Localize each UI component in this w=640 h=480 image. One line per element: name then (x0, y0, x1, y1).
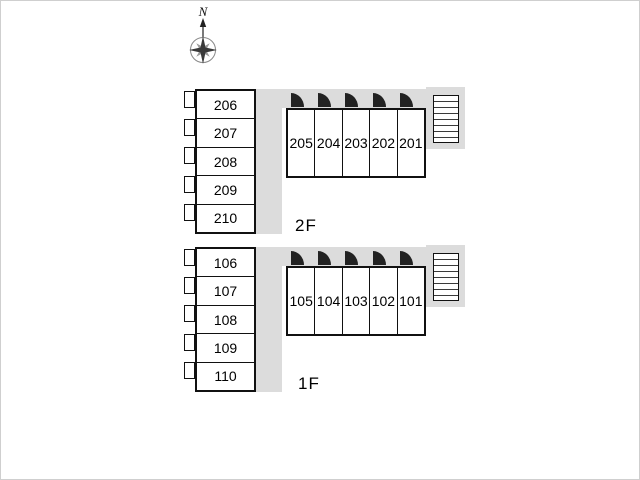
room-cell: 205 (288, 110, 316, 176)
room-cell: 109 (197, 334, 254, 363)
room-cell: 106 (197, 249, 254, 278)
compass-star-icon (189, 36, 217, 64)
room-cell: 202 (370, 110, 398, 176)
room-cell: 206 (197, 91, 254, 120)
room-block-1f-row: 105 104 103 102 101 (286, 266, 426, 336)
corridor-1f-vertical (256, 247, 282, 392)
balcony (184, 119, 195, 136)
compass-rose: N (189, 4, 217, 64)
room-cell: 201 (399, 135, 423, 151)
stairs-icon (433, 253, 459, 301)
room-block-1f-left: 106 107 108 109 110 (195, 247, 256, 392)
room-cell: 105 (288, 268, 316, 334)
balcony (184, 362, 195, 379)
balcony (184, 147, 195, 164)
room-cell: 209 (197, 176, 254, 205)
room-cell: 208 (197, 148, 254, 177)
balcony (184, 249, 195, 266)
room-cell: 110 (214, 368, 237, 385)
room-cell: 102 (370, 268, 398, 334)
room-cell: 108 (197, 306, 254, 335)
room-cell: 210 (213, 210, 238, 227)
room-cell: 104 (315, 268, 343, 334)
room-cell: 107 (197, 277, 254, 306)
north-label: N (198, 4, 209, 19)
balcony (184, 176, 195, 193)
balcony (184, 334, 195, 351)
stairs-icon (433, 95, 459, 143)
room-cell: 207 (197, 119, 254, 148)
balcony (184, 204, 195, 221)
room-block-2f-left: 206 207 208 209 210 (195, 89, 256, 234)
corridor-2f-vertical (256, 89, 282, 234)
balcony (184, 277, 195, 294)
room-block-2f-row: 205 204 203 202 201 (286, 108, 426, 178)
north-arrow-icon (199, 18, 207, 37)
room-cell: 101 (399, 293, 423, 309)
balcony (184, 305, 195, 322)
floor-label-1f: 1F (298, 374, 320, 393)
room-cell: 204 (315, 110, 343, 176)
floor-label-2f: 2F (295, 216, 317, 235)
balcony (184, 91, 195, 108)
room-cell: 203 (343, 110, 371, 176)
room-cell: 103 (343, 268, 371, 334)
